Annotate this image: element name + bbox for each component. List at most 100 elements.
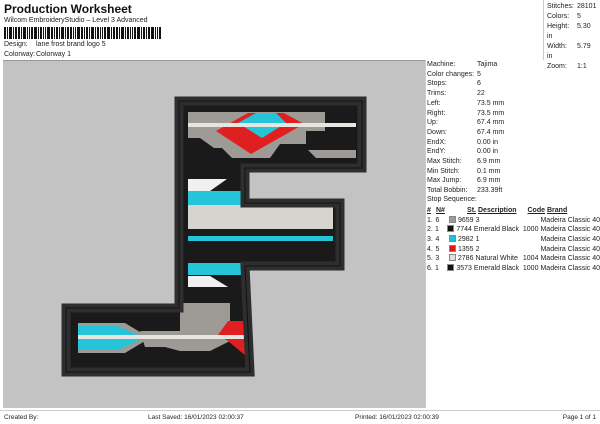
created-by: Created By: bbox=[4, 414, 39, 421]
info: Total Bobbin:233.39ft bbox=[427, 186, 600, 196]
stat-label: Zoom: bbox=[547, 63, 567, 70]
col-needle: N# bbox=[436, 207, 445, 215]
last-saved: Last Saved: 16/01/2023 02:00:37 bbox=[148, 414, 244, 421]
info-value: 22 bbox=[477, 90, 485, 98]
info: Min Stitch:0.1 mm bbox=[427, 167, 600, 177]
info-value: 6 bbox=[477, 80, 481, 88]
info-label: EndX: bbox=[427, 138, 447, 146]
info: Max Jump:6.9 mm bbox=[427, 176, 600, 186]
row-description: Emerald Black bbox=[473, 226, 520, 234]
col-stitches: St. bbox=[467, 207, 476, 215]
stat-label: Height: bbox=[547, 23, 570, 30]
colorway-row: Colorway:Colorway 1 bbox=[4, 51, 71, 58]
stat: Colors: 5 bbox=[547, 12, 597, 22]
info: Max Stitch:6.9 mm bbox=[427, 157, 600, 167]
info-label: Machine: bbox=[427, 61, 456, 68]
color-swatch bbox=[448, 215, 456, 223]
stat-label: Width: bbox=[547, 43, 567, 50]
info-label: Left: bbox=[427, 99, 441, 107]
color-swatch bbox=[448, 235, 456, 243]
row-needle: 1 bbox=[435, 265, 439, 273]
barcode bbox=[4, 27, 184, 39]
row-brand: Madeira Classic 40 bbox=[540, 226, 600, 234]
row-number: 4. bbox=[427, 245, 433, 253]
col-code: Code bbox=[527, 207, 546, 215]
col-description: Description bbox=[478, 207, 517, 215]
colorway-name: Colorway 1 bbox=[36, 51, 72, 58]
printed-date: Printed: 16/01/2023 02:00:39 bbox=[355, 414, 439, 421]
color-swatch bbox=[448, 244, 456, 252]
row-number: 6. bbox=[427, 265, 433, 273]
stat: Stitches:28101 bbox=[547, 2, 597, 12]
info-value: Tajima bbox=[477, 61, 498, 68]
info-label: Up: bbox=[427, 119, 438, 127]
row-stitches: 7744 bbox=[456, 226, 472, 234]
info: Down: 67.4 mm bbox=[427, 128, 600, 138]
stat-label: Colors: bbox=[547, 13, 570, 20]
info-label: Down: bbox=[427, 128, 447, 136]
color-swatch bbox=[447, 264, 455, 272]
row-stitches: 2982 bbox=[457, 236, 474, 244]
info-label: Max Jump: bbox=[427, 177, 462, 185]
stat: Width:5.79 in bbox=[547, 42, 597, 62]
page-number: Page 1 of 1 bbox=[562, 414, 596, 421]
row-description: 3 bbox=[475, 216, 480, 224]
info-label: Total Bobbin: bbox=[427, 187, 468, 195]
info: Color changes:5 bbox=[427, 70, 600, 80]
footer: Created By: Last Saved: 16/01/2023 02:00… bbox=[0, 410, 600, 424]
row-brand: Madeira Classic 40 bbox=[540, 265, 600, 273]
info: Left: 73.5 mm bbox=[427, 99, 600, 109]
design-label: Design: bbox=[4, 41, 28, 48]
info: Stops: 6 bbox=[427, 79, 600, 89]
info-value: 0.00 in bbox=[477, 148, 499, 156]
row-needle: 6 bbox=[435, 216, 440, 224]
info: EndX: 0.00 in bbox=[427, 138, 600, 148]
info: Up:67.4 mm bbox=[427, 118, 600, 128]
info: EndY: 0.00 in bbox=[427, 147, 600, 157]
colorway-label: Colorway: bbox=[4, 51, 36, 58]
row-description: Natural White bbox=[475, 255, 518, 263]
info-label: EndY: bbox=[427, 148, 446, 156]
info-value: 67.4 mm bbox=[477, 128, 505, 136]
row-number: 1. bbox=[427, 216, 433, 224]
stat-value: 5 bbox=[577, 13, 581, 20]
info-label: Min Stitch: bbox=[427, 167, 460, 175]
stop-sequence: Stop Sequence: # N# St. Description Code… bbox=[427, 196, 600, 274]
col-brand: Brand bbox=[547, 207, 568, 215]
row-brand: Madeira Classic 40 bbox=[540, 236, 600, 244]
design-row: Design: lane frost brand logo 5 bbox=[4, 41, 106, 48]
info-value: 5 bbox=[477, 70, 481, 78]
row-needle: 5 bbox=[435, 245, 440, 253]
info-label: Right: bbox=[427, 109, 446, 117]
info-value: 0.00 in bbox=[477, 138, 499, 146]
stat-value: 5.30 in bbox=[547, 23, 591, 40]
software-name: Wilcom EmbroideryStudio – Level 3 Advanc… bbox=[4, 17, 148, 24]
design-name: lane frost brand logo 5 bbox=[36, 41, 106, 48]
row-stitches: 3573 bbox=[456, 265, 472, 273]
row-number: 2. bbox=[427, 226, 433, 234]
divider bbox=[425, 60, 426, 408]
page-title: Production Worksheet bbox=[4, 2, 132, 16]
info: Right:73.5 mm bbox=[427, 109, 600, 119]
row-stitches: 9659 bbox=[457, 216, 474, 224]
info-value: 73.5 mm bbox=[477, 99, 505, 107]
embroidery-design bbox=[61, 96, 367, 377]
row-brand: Madeira Classic 40 bbox=[540, 255, 600, 263]
row-brand: Madeira Classic 40 bbox=[540, 216, 600, 224]
row-number: 3. bbox=[427, 236, 433, 244]
stat-value: 28101 bbox=[577, 3, 597, 10]
row-needle: 1 bbox=[435, 226, 439, 234]
info-label: Stops: bbox=[427, 80, 447, 88]
row-needle: 3 bbox=[435, 255, 440, 263]
stat-value: 1:1 bbox=[577, 63, 587, 70]
row-code: 1004 bbox=[522, 255, 539, 263]
row-description: Emerald Black bbox=[473, 265, 520, 273]
stop-sequence-title: Stop Sequence: bbox=[427, 196, 477, 203]
row-stitches: 2786 bbox=[457, 255, 474, 263]
